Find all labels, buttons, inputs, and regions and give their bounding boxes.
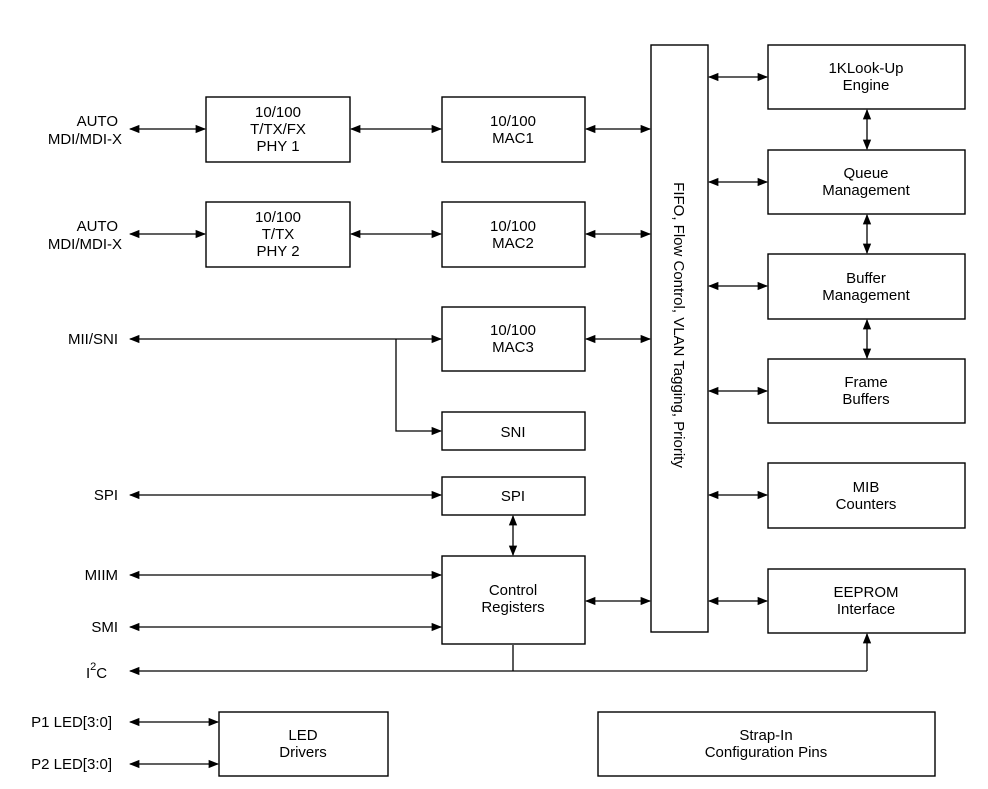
eeprom-interface-block: EEPROM Interface <box>767 568 966 634</box>
eeprom-line-2: Interface <box>837 601 895 618</box>
mac3-line-1: 10/100 <box>490 322 536 339</box>
mii-sni-label: MII/SNI <box>68 331 118 348</box>
p2-led-label: P2 LED[3:0] <box>31 756 112 773</box>
eeprom-line-1: EEPROM <box>833 584 898 601</box>
spi-signal-label: SPI <box>94 487 118 504</box>
phy1-line-1: 10/100 <box>255 104 301 121</box>
sni-label: SNI <box>500 424 525 441</box>
connections <box>128 72 872 769</box>
buffer-line-1: Buffer <box>846 270 886 287</box>
strap-in-block: Strap-In Configuration Pins <box>597 711 936 777</box>
lookup-engine-block: 1KLook-Up Engine <box>767 44 966 110</box>
auto1-line-1: AUTO <box>77 113 118 130</box>
auto1-line-2: MDI/MDI-X <box>48 131 122 148</box>
mac2-block: 10/100 MAC2 <box>441 201 586 268</box>
control-line-1: Control <box>489 582 537 599</box>
signal-labels: AUTO MDI/MDI-X AUTO MDI/MDI-X MII/SNI SP… <box>31 113 122 773</box>
fifo-label: FIFO, Flow Control, VLAN Tagging, Priori… <box>670 182 687 468</box>
auto2-line-2: MDI/MDI-X <box>48 236 122 253</box>
sni-block: SNI <box>441 411 586 451</box>
i2c-label: I2C <box>86 661 107 682</box>
phy2-block: 10/100 T/TX PHY 2 <box>205 201 351 268</box>
fifo-block: FIFO, Flow Control, VLAN Tagging, Priori… <box>650 44 709 633</box>
spi-block: SPI <box>441 476 586 516</box>
buffer-management-block: Buffer Management <box>767 253 966 320</box>
phy1-line-3: PHY 1 <box>256 138 299 155</box>
mib-line-1: MIB <box>853 479 880 496</box>
queue-line-1: Queue <box>843 165 888 182</box>
spi-block-label: SPI <box>501 488 525 505</box>
mac1-block: 10/100 MAC1 <box>441 96 586 163</box>
miim-label: MIIM <box>85 567 118 584</box>
phy1-block: 10/100 T/TX/FX PHY 1 <box>205 96 351 163</box>
p1-led-label: P1 LED[3:0] <box>31 714 112 731</box>
mii-sni-branch <box>395 339 443 436</box>
frame-buffers-block: Frame Buffers <box>767 358 966 424</box>
mac3-line-2: MAC3 <box>492 339 534 356</box>
queue-line-2: Management <box>822 182 910 199</box>
buffer-line-2: Management <box>822 287 910 304</box>
mac1-line-2: MAC1 <box>492 130 534 147</box>
led-line-2: Drivers <box>279 744 327 761</box>
mac2-line-2: MAC2 <box>492 235 534 252</box>
queue-management-block: Queue Management <box>767 149 966 215</box>
phy2-line-1: 10/100 <box>255 209 301 226</box>
mib-counters-block: MIB Counters <box>767 462 966 529</box>
strap-line-1: Strap-In <box>739 727 792 744</box>
frame-line-2: Buffers <box>842 391 889 408</box>
control-registers-block: Control Registers <box>441 555 586 645</box>
mac3-block: 10/100 MAC3 <box>441 306 586 372</box>
auto2-line-1: AUTO <box>77 218 118 235</box>
mac1-line-1: 10/100 <box>490 113 536 130</box>
lookup-line-1: 1KLook-Up <box>828 60 903 77</box>
led-drivers-block: LED Drivers <box>218 711 389 777</box>
control-line-2: Registers <box>481 599 544 616</box>
smi-label: SMI <box>91 619 118 636</box>
phy1-line-2: T/TX/FX <box>250 121 306 138</box>
lookup-line-2: Engine <box>843 77 890 94</box>
phy2-line-2: T/TX <box>262 226 295 243</box>
mac2-line-1: 10/100 <box>490 218 536 235</box>
mib-line-2: Counters <box>836 496 897 513</box>
strap-line-2: Configuration Pins <box>705 744 828 761</box>
frame-line-1: Frame <box>844 374 887 391</box>
led-line-1: LED <box>288 727 317 744</box>
phy2-line-3: PHY 2 <box>256 243 299 260</box>
